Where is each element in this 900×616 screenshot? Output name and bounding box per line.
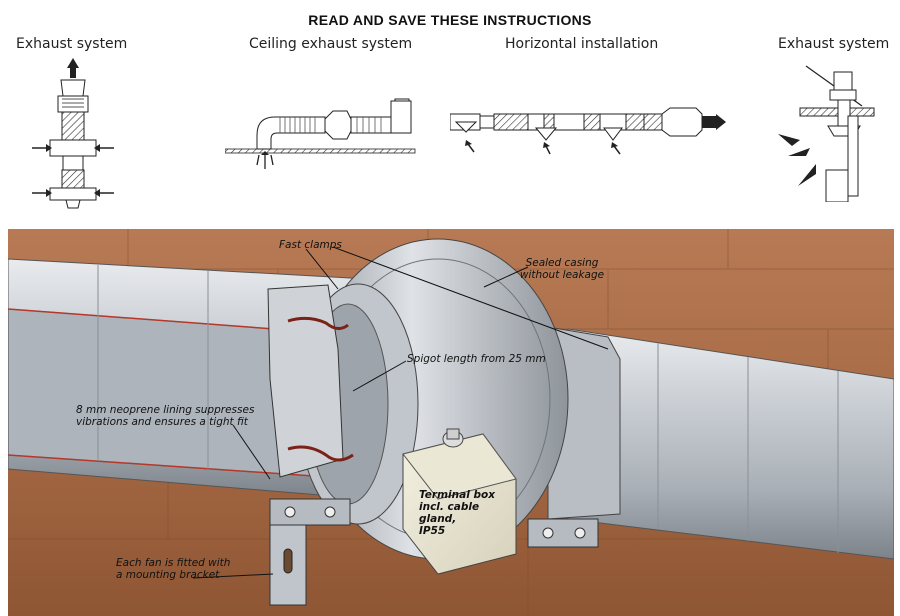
ceiling-exhaust-diagram bbox=[225, 98, 416, 169]
callout-fast-clamps: Fast clamps bbox=[279, 239, 342, 251]
duct-fan-illustration bbox=[8, 229, 894, 616]
caption-exhaust-system: Exhaust system bbox=[16, 36, 128, 52]
page-title: READ AND SAVE THESE INSTRUCTIONS bbox=[308, 12, 592, 28]
caption-ceiling-exhaust: Ceiling exhaust system bbox=[249, 36, 413, 52]
terminal-box-line2: incl. cable gland, bbox=[419, 501, 480, 525]
bracket-line1: Each fan is fitted with bbox=[116, 557, 231, 569]
callout-bracket: Each fan is fitted with a mounting brack… bbox=[116, 557, 230, 581]
caption-horizontal-installation: Horizontal installation bbox=[505, 36, 659, 52]
neoprene-line1: 8 mm neoprene lining suppresses bbox=[76, 404, 255, 416]
roof-exhaust-diagram bbox=[778, 65, 875, 202]
callout-sealed-casing: Sealed casing without leakage bbox=[502, 257, 622, 281]
horizontal-installation-diagram bbox=[450, 107, 726, 155]
callout-neoprene: 8 mm neoprene lining suppresses vibratio… bbox=[76, 404, 254, 428]
terminal-box-line1: Terminal box bbox=[419, 489, 495, 501]
sealed-casing-line2: without leakage bbox=[519, 269, 605, 281]
neoprene-line2: vibrations and ensures a tight fit bbox=[76, 416, 248, 428]
vertical-exhaust-diagram bbox=[32, 58, 114, 209]
sealed-casing-line1: Sealed casing bbox=[525, 257, 599, 269]
callout-terminal-box: Terminal box incl. cable gland, IP55 bbox=[419, 489, 509, 537]
bracket-line2: a mounting bracket bbox=[116, 569, 220, 581]
caption-exhaust-system-2: Exhaust system bbox=[778, 36, 890, 52]
callout-spigot: Spigot length from 25 mm bbox=[407, 353, 546, 365]
terminal-box-line3: IP55 bbox=[419, 525, 446, 537]
